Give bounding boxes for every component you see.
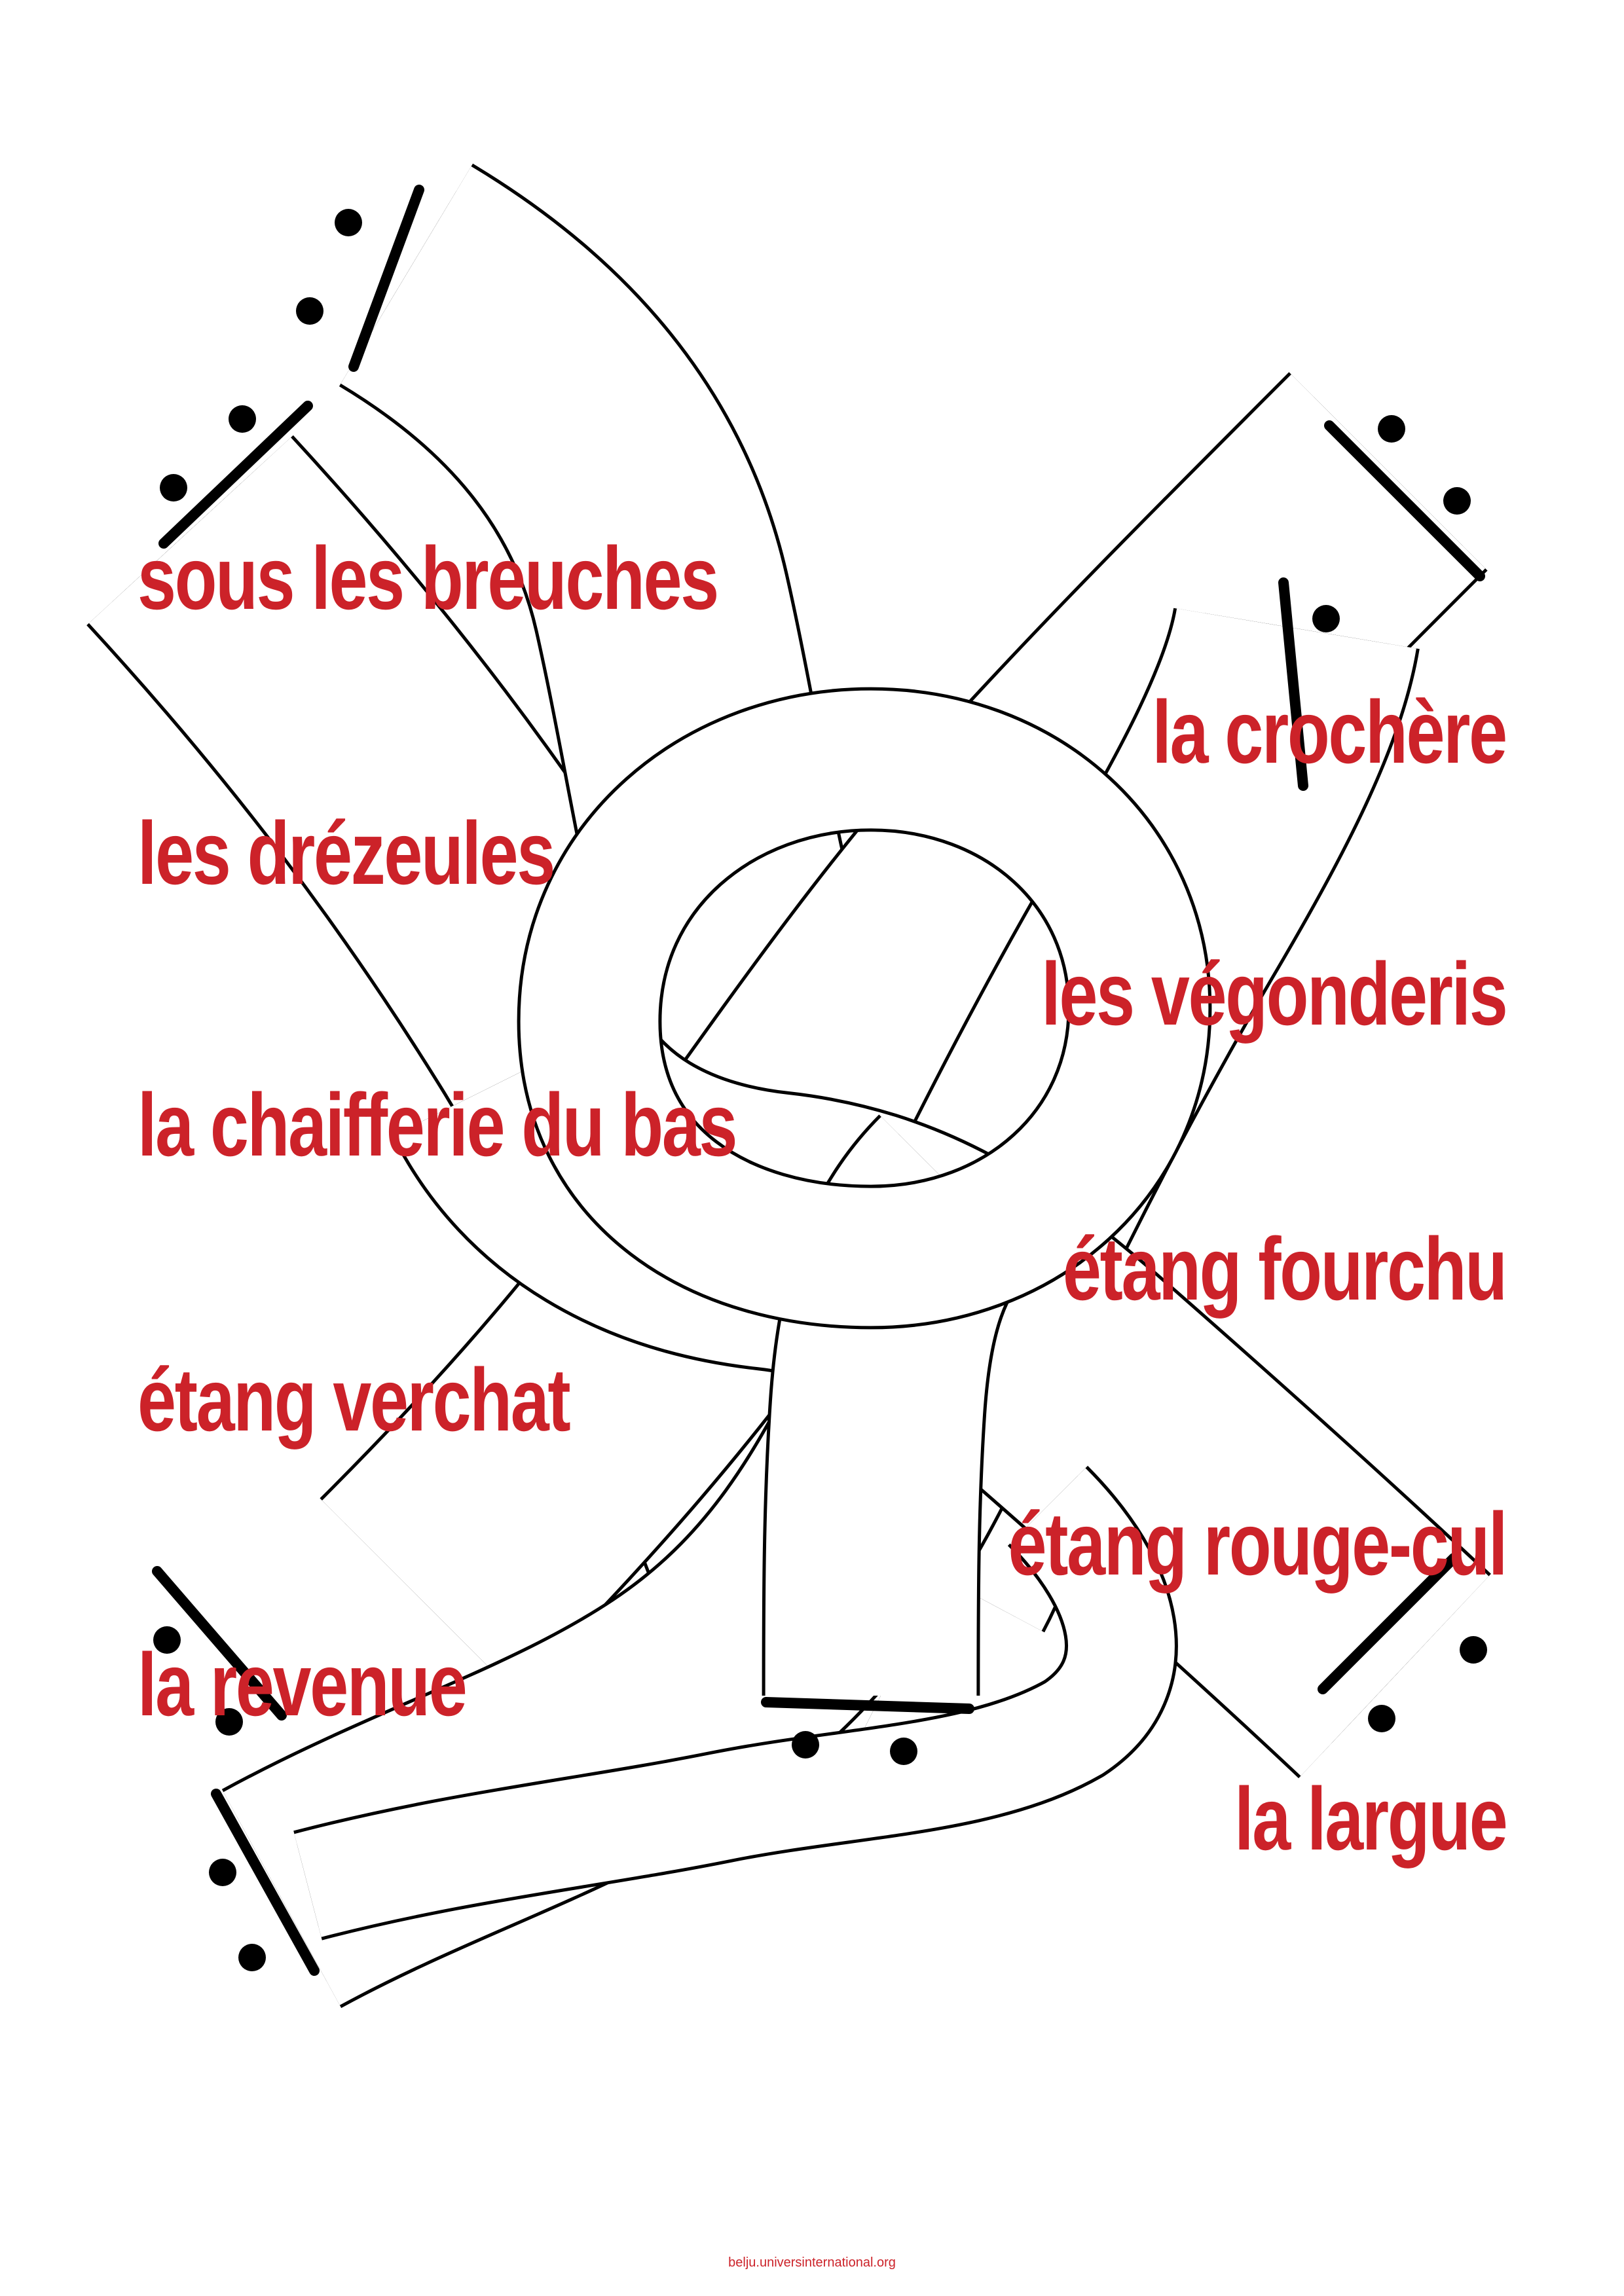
cap-top bbox=[348, 185, 424, 372]
cap-bottom-right bbox=[1318, 1553, 1459, 1694]
place-name-sous-les-breuches: sous les breuches bbox=[138, 528, 719, 628]
dot-ornament bbox=[296, 297, 323, 325]
dot-ornament bbox=[229, 405, 256, 433]
place-name-les-drezeules: les drézeules bbox=[138, 803, 555, 903]
cap-bottom-left bbox=[152, 1566, 287, 1721]
place-name-la-revenue: la revenue bbox=[138, 1635, 468, 1734]
place-name-etang-verchat: étang verchat bbox=[138, 1350, 571, 1449]
cap-bottom-left-end bbox=[211, 1789, 320, 1976]
ribbon-lower-tail bbox=[293, 1465, 1178, 1941]
dot-ornament bbox=[1378, 415, 1405, 443]
footer-url: belju.universinternational.org bbox=[728, 2255, 896, 2270]
dot-ornament bbox=[335, 209, 362, 236]
cap-bottom-stem bbox=[761, 1697, 974, 1714]
dot-ornament bbox=[1368, 1705, 1395, 1732]
cap-top-left bbox=[158, 401, 313, 549]
dot-ornament bbox=[1312, 605, 1340, 632]
dot-ornament bbox=[160, 474, 187, 501]
dot-ornament bbox=[238, 1944, 266, 1971]
dot-ornament bbox=[792, 1731, 819, 1758]
place-name-etang-rouge-cul: étang rouge-cul bbox=[1008, 1494, 1507, 1594]
dot-ornament bbox=[209, 1859, 236, 1886]
dot-ornament bbox=[890, 1738, 917, 1765]
dot-ornament bbox=[215, 1708, 243, 1736]
dot-ornament bbox=[1460, 1636, 1487, 1664]
cap-top-right bbox=[1324, 420, 1485, 581]
dot-ornament bbox=[1443, 487, 1471, 515]
place-name-les-vegonderis: les végonderis bbox=[1041, 944, 1507, 1044]
cap-top-right-inner bbox=[1278, 577, 1308, 791]
ribbon-loop bbox=[517, 687, 1212, 1330]
place-name-etang-fourchu: étang fourchu bbox=[1063, 1219, 1507, 1319]
dot-ornament bbox=[153, 1626, 181, 1654]
place-name-la-crochere: la crochère bbox=[1152, 682, 1508, 782]
place-name-la-chaifferie-du-bas: la chaifferie du bas bbox=[138, 1075, 737, 1175]
place-name-la-largue: la largue bbox=[1234, 1769, 1508, 1868]
